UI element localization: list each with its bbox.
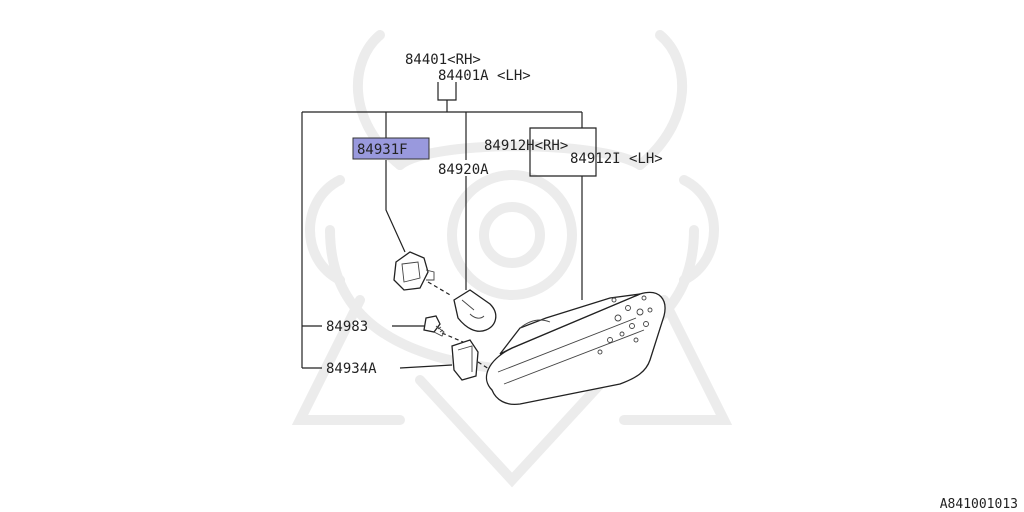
part-highlight-box [352,137,430,160]
side-marker-lamp [486,291,666,406]
label-84912i-lh[interactable]: 84912I <LH> [570,151,663,167]
label-84920a[interactable]: 84920A [438,162,489,178]
lens-texture [597,295,653,355]
label-84934a[interactable]: 84934A [326,361,377,377]
watermark-emblem [291,30,733,488]
socket-part [393,251,435,291]
clip-part [451,339,479,381]
label-84401a-lh[interactable]: 84401A <LH> [438,68,531,84]
label-84983[interactable]: 84983 [326,319,368,335]
label-84401-rh[interactable]: 84401<RH> [405,52,481,68]
label-84931f[interactable]: 84931F [357,142,408,158]
screw-part [423,315,445,337]
label-84912h-rh[interactable]: 84912H<RH> [484,138,568,154]
leader-lines [301,82,597,377]
diagram-code: A841001013 [940,497,1018,512]
bulb-part [453,289,497,332]
